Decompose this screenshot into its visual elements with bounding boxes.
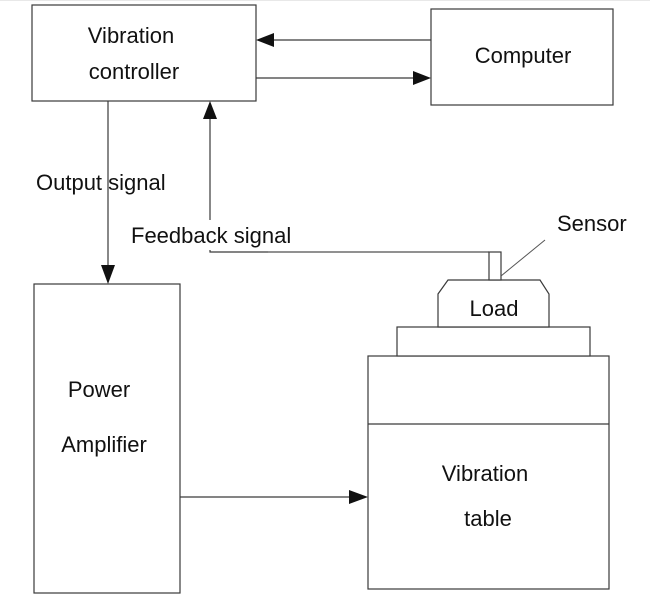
vibration-table-box bbox=[367, 355, 610, 590]
computer-to-controller-arrowhead bbox=[256, 33, 274, 47]
controller-to-computer-arrowhead bbox=[413, 71, 431, 85]
sensor-block bbox=[488, 251, 502, 281]
output-signal-arrowhead bbox=[101, 265, 115, 284]
vibration-controller-label-line1: Vibration bbox=[88, 23, 174, 48]
vibration-controller-label-line2: controller bbox=[89, 59, 179, 84]
output-signal-label: Output signal bbox=[36, 170, 166, 195]
power-amplifier-label-line2: Amplifier bbox=[61, 432, 147, 457]
feedback-signal-label: Feedback signal bbox=[131, 223, 291, 248]
load-label: Load bbox=[470, 296, 519, 321]
vibration-controller-box bbox=[31, 4, 257, 102]
power-amplifier-box bbox=[33, 283, 181, 594]
sensor-leader-line bbox=[500, 239, 546, 277]
sensor-label: Sensor bbox=[557, 211, 627, 236]
table-top-plate bbox=[396, 326, 591, 357]
vibration-table-label-line1: Vibration bbox=[442, 461, 528, 486]
feedback-signal-label-bg bbox=[128, 220, 318, 250]
computer-label: Computer bbox=[475, 43, 572, 68]
computer-box bbox=[430, 8, 614, 106]
amplifier-to-table-arrowhead bbox=[349, 490, 368, 504]
vibration-table-label-line2: table bbox=[464, 506, 512, 531]
power-amplifier-label-line1: Power bbox=[68, 377, 130, 402]
load-shape bbox=[437, 279, 550, 328]
feedback-signal-arrowhead bbox=[203, 101, 217, 119]
